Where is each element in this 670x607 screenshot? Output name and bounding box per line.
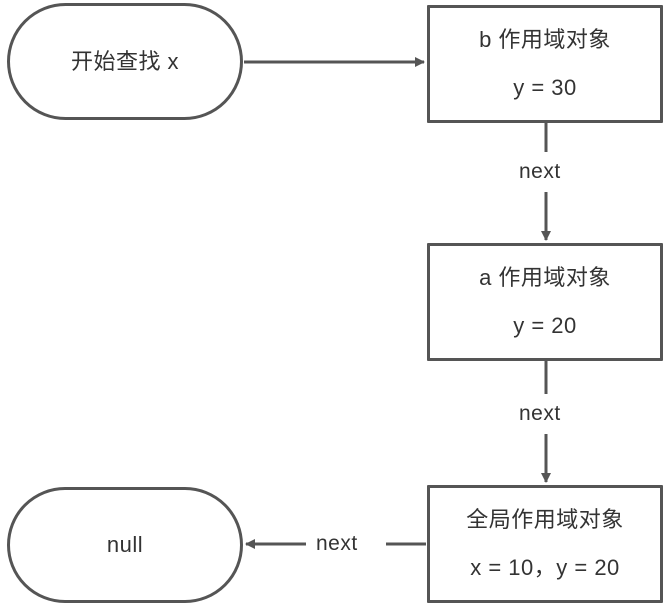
node-scope-b[interactable]: b 作用域对象 y = 30	[427, 5, 663, 123]
node-scope-a[interactable]: a 作用域对象 y = 20	[427, 243, 663, 361]
edge-label-b-to-a: next	[513, 160, 567, 184]
node-scope-global-line-1: 全局作用域对象	[466, 507, 624, 532]
node-scope-global[interactable]: 全局作用域对象 x = 10，y = 20	[427, 485, 663, 603]
node-scope-b-line-1: b 作用域对象	[479, 27, 611, 52]
node-scope-a-line-2: y = 20	[513, 313, 577, 338]
node-scope-global-line-2: x = 10，y = 20	[470, 555, 620, 580]
node-scope-a-line-1: a 作用域对象	[479, 265, 611, 290]
edge-label-a-to-global: next	[513, 402, 567, 426]
node-start[interactable]: 开始查找 x	[7, 3, 243, 120]
node-null-line-1: null	[106, 532, 144, 557]
node-start-line-1: 开始查找 x	[70, 48, 180, 74]
edge-label-global-to-null: next	[310, 532, 364, 556]
node-null[interactable]: null	[7, 487, 243, 603]
node-scope-b-line-2: y = 30	[513, 75, 577, 100]
